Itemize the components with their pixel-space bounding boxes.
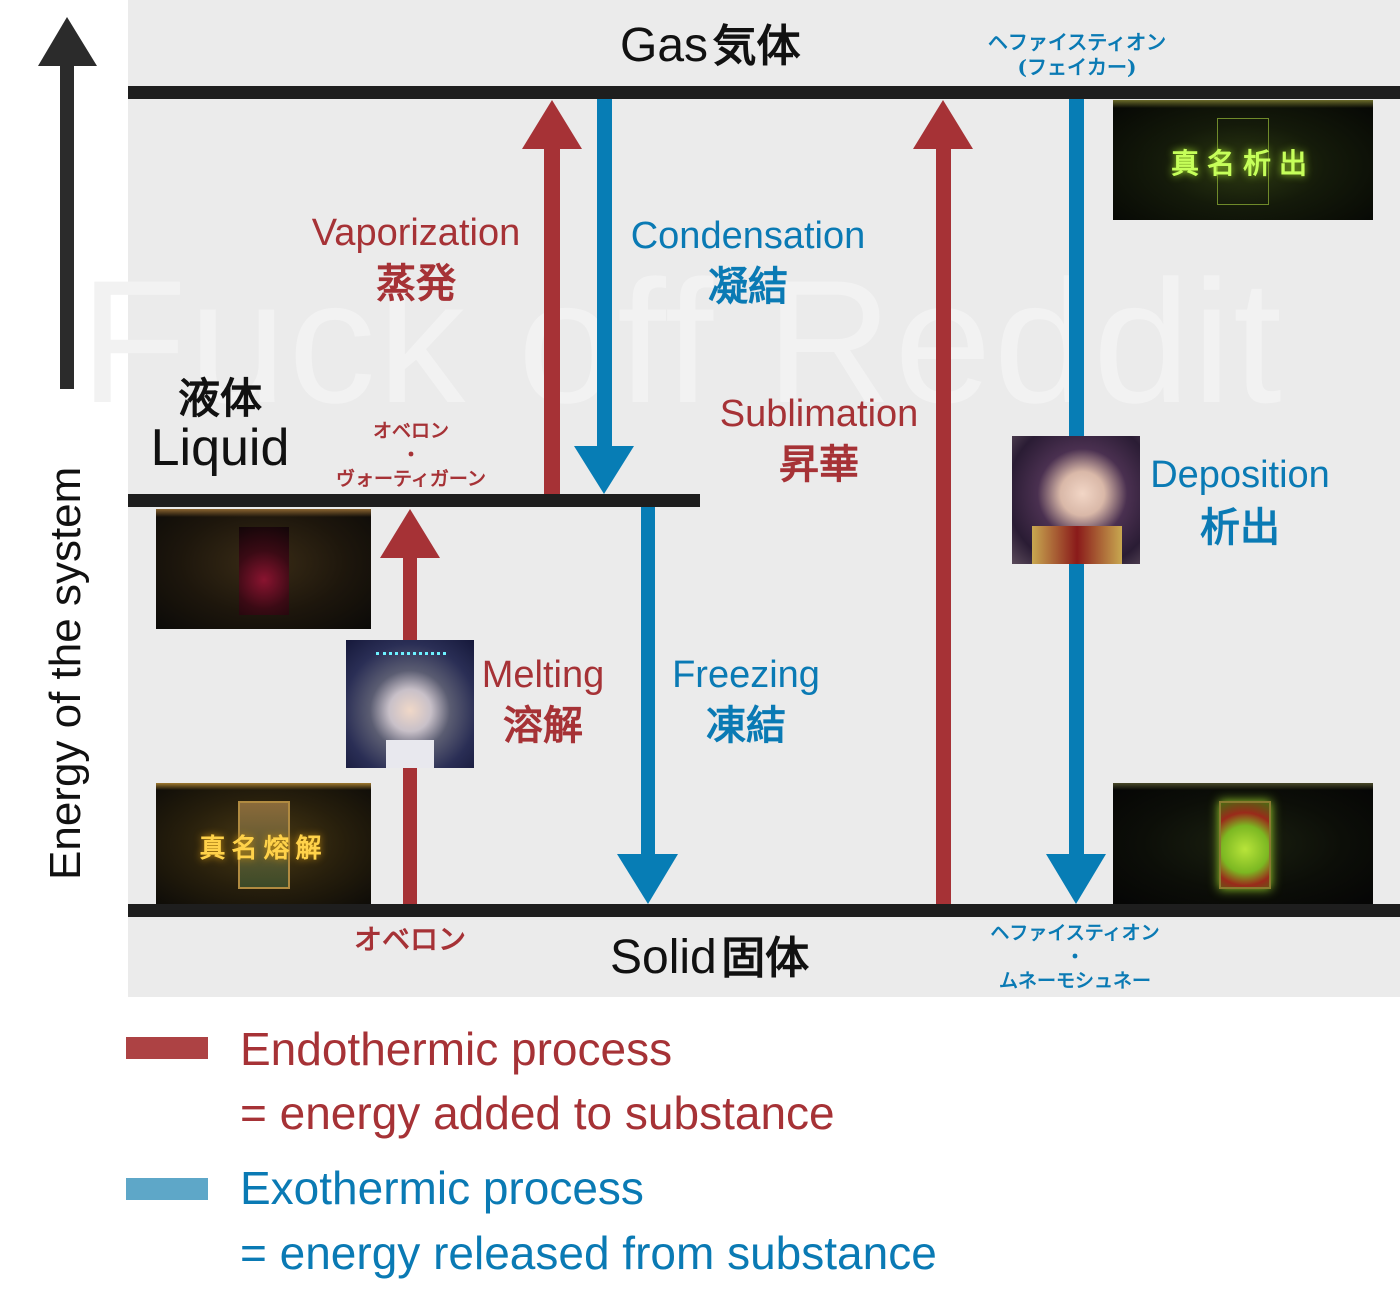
hephaestion-faker-line1: ヘファイスティオン — [987, 30, 1167, 54]
solid-card-screen-image — [1113, 783, 1373, 904]
melting-jp: 溶解 — [503, 702, 583, 749]
hephaestion-mnemosyne-label: ヘファイスティオン ・ ムネーモシュネー — [968, 922, 1182, 993]
exothermic-legend-desc: = energy released from substance — [240, 1227, 937, 1279]
hephaestion-faker-label: ヘファイスティオン (フェイカー) — [960, 30, 1194, 80]
liquid-state-label: 液体 Liquid — [140, 374, 300, 477]
deposition-en: Deposition — [1150, 454, 1330, 496]
freezing-label: Freezing 凍結 — [664, 656, 828, 746]
sublimation-jp: 昇華 — [779, 441, 859, 488]
deposition-jp: 析出 — [1200, 504, 1280, 551]
gas-level-line — [128, 86, 1400, 99]
sublimation-label: Sublimation 昇華 — [712, 395, 926, 485]
exothermic-legend-swatch — [126, 1178, 208, 1200]
hephaestion-portrait-image — [1012, 436, 1140, 564]
name-melting-caption: 真名熔解 — [199, 834, 328, 864]
gas-label-en: Gas — [620, 19, 709, 72]
melting-en: Melting — [481, 654, 605, 696]
condensation-en: Condensation — [630, 215, 866, 257]
vaporization-en: Vaporization — [311, 212, 521, 254]
vaporization-jp: 蒸発 — [376, 260, 456, 307]
name-deposition-caption: 真名析出 — [1170, 147, 1315, 180]
y-axis-title: Energy of the system — [41, 466, 90, 880]
gas-state-label: Gas 気体 — [620, 22, 800, 70]
liquid-label-en: Liquid — [150, 419, 290, 477]
vaporization-label: Vaporization 蒸発 — [300, 214, 532, 304]
liquid-level-line — [128, 494, 700, 507]
oberon-vortigern-line2: ヴォーティガーン — [336, 467, 486, 490]
hephaestion-mnemosyne-line2: ムネーモシュネー — [998, 969, 1151, 992]
liquid-card-screen-image — [156, 509, 371, 629]
sublimation-arrow — [913, 100, 973, 905]
solid-label-jp: 固体 — [721, 933, 810, 984]
oberon-name: オベロン — [353, 923, 466, 956]
name-deposition-screen-image: 真名析出 — [1113, 100, 1373, 220]
oberon-vortigern-label: オベロン ・ ヴォーティガーン — [320, 420, 502, 491]
arrow-layer — [38, 17, 1106, 905]
name-melting-screen-image: 真名熔解 — [156, 783, 371, 904]
melting-label: Melting 溶解 — [476, 656, 610, 746]
sublimation-en: Sublimation — [719, 393, 919, 435]
oberon-label: オベロン — [330, 922, 490, 957]
condensation-arrow — [574, 99, 634, 494]
deposition-label: Deposition 析出 — [1143, 456, 1337, 548]
exothermic-legend-title: Exothermic process — [240, 1162, 644, 1214]
condensation-label: Condensation 凝結 — [622, 217, 874, 307]
oberon-vortigern-line1: オベロン — [372, 420, 449, 442]
endothermic-legend-swatch — [126, 1037, 208, 1059]
solid-level-line — [128, 904, 1400, 917]
solid-state-label: Solid 固体 — [610, 934, 809, 982]
solid-label-en: Solid — [610, 931, 717, 984]
hephaestion-mnemosyne-dot: ・ — [1065, 945, 1085, 968]
liquid-label-jp: 液体 — [177, 374, 262, 423]
oberon-portrait-image — [346, 640, 474, 768]
condensation-jp: 凝結 — [708, 263, 788, 310]
freezing-jp: 凍結 — [706, 702, 786, 749]
endothermic-legend-title: Endothermic process — [240, 1023, 673, 1075]
vaporization-arrow — [522, 100, 582, 495]
endothermic-legend-desc: = energy added to substance — [240, 1087, 835, 1139]
gas-label-jp: 気体 — [712, 21, 801, 72]
oberon-vortigern-dot: ・ — [401, 443, 421, 466]
hephaestion-faker-line2: (フェイカー) — [1017, 55, 1137, 79]
freezing-en: Freezing — [672, 654, 820, 696]
energy-axis-arrow — [38, 17, 97, 389]
freezing-arrow — [617, 507, 678, 904]
hephaestion-mnemosyne-line1: ヘファイスティオン — [990, 922, 1160, 944]
